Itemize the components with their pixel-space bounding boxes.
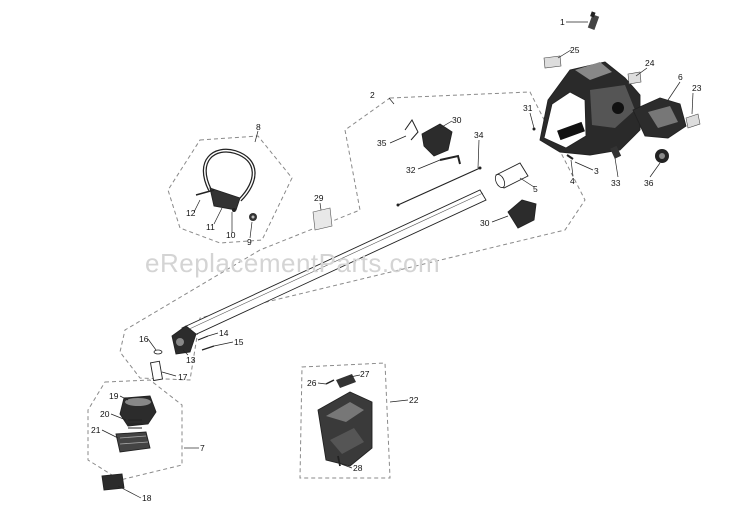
throttle-trigger xyxy=(610,145,622,159)
callout-22: 22 xyxy=(409,395,419,405)
group-outline-shaft-assembly xyxy=(119,91,586,381)
shield-bolt xyxy=(337,455,341,467)
spool-cover xyxy=(119,395,157,427)
washer xyxy=(153,349,163,355)
callout-9: 9 xyxy=(247,237,252,247)
callout-35: 35 xyxy=(377,138,387,148)
spring xyxy=(128,419,142,429)
engine-screw xyxy=(566,154,574,160)
callout-10: 10 xyxy=(226,230,236,240)
throttle-trigger-lever xyxy=(439,154,461,165)
gear-head-screw-2 xyxy=(201,345,215,351)
handle-knob xyxy=(249,213,257,221)
callout-36: 36 xyxy=(644,178,654,188)
throttle-housing xyxy=(421,123,453,157)
flex-cable xyxy=(397,167,481,206)
gear-head-screw xyxy=(197,335,209,341)
callout-8: 8 xyxy=(256,122,261,132)
air-filter-label xyxy=(685,113,701,129)
callout-11: 11 xyxy=(206,222,215,232)
callout-18: 18 xyxy=(142,493,152,503)
callout-3: 3 xyxy=(594,166,599,176)
loop-handle xyxy=(195,148,256,212)
callout-15: 15 xyxy=(234,337,244,347)
callout-4: 4 xyxy=(570,176,575,186)
watermark: eReplacementParts.com xyxy=(145,248,440,278)
arbor-bolt xyxy=(149,360,164,382)
callout-17: 17 xyxy=(178,372,188,382)
callout-24: 24 xyxy=(645,58,655,68)
line-spool xyxy=(115,431,151,453)
bracket xyxy=(404,119,419,141)
group-outline-trimmer-head xyxy=(87,379,183,481)
debris-shield xyxy=(317,391,373,467)
callout-21: 21 xyxy=(91,425,101,435)
callout-23: 23 xyxy=(692,83,702,93)
callout-27: 27 xyxy=(360,369,370,379)
throttle-housing-half xyxy=(507,199,537,229)
shield-screw xyxy=(325,379,335,385)
grip-tube xyxy=(494,162,529,189)
air-filter-cover xyxy=(632,97,687,139)
shield-clamp xyxy=(336,374,356,388)
gear-head xyxy=(171,325,197,355)
callout-28: 28 xyxy=(353,463,363,473)
callout-7: 7 xyxy=(200,443,205,453)
engine-housing xyxy=(539,61,641,156)
callout-19: 19 xyxy=(109,391,119,401)
callout-1: 1 xyxy=(560,17,565,27)
shaft-decal xyxy=(312,207,333,231)
callout-25: 25 xyxy=(570,45,580,55)
callout-14: 14 xyxy=(219,328,229,338)
callout-5: 5 xyxy=(533,184,538,194)
engine-small-part xyxy=(532,127,536,131)
warning-label xyxy=(543,55,562,69)
callout-13: 13 xyxy=(186,355,196,365)
callout-29: 29 xyxy=(314,193,324,203)
callout-12: 12 xyxy=(186,208,196,218)
callout-30a: 30 xyxy=(452,115,462,125)
callout-26: 26 xyxy=(307,378,317,388)
group-outline-debris-shield xyxy=(299,362,391,479)
callout-30b: 30 xyxy=(480,218,490,228)
callout-33: 33 xyxy=(611,178,621,188)
callout-16: 16 xyxy=(139,334,149,344)
callout-6: 6 xyxy=(678,72,683,82)
callout-2: 2 xyxy=(370,90,375,100)
callout-31: 31 xyxy=(523,103,533,113)
spark-plug xyxy=(587,11,600,30)
starter-grip xyxy=(655,149,669,163)
callout-34: 34 xyxy=(474,130,484,140)
callout-20: 20 xyxy=(100,409,110,419)
callout-32: 32 xyxy=(406,165,416,175)
